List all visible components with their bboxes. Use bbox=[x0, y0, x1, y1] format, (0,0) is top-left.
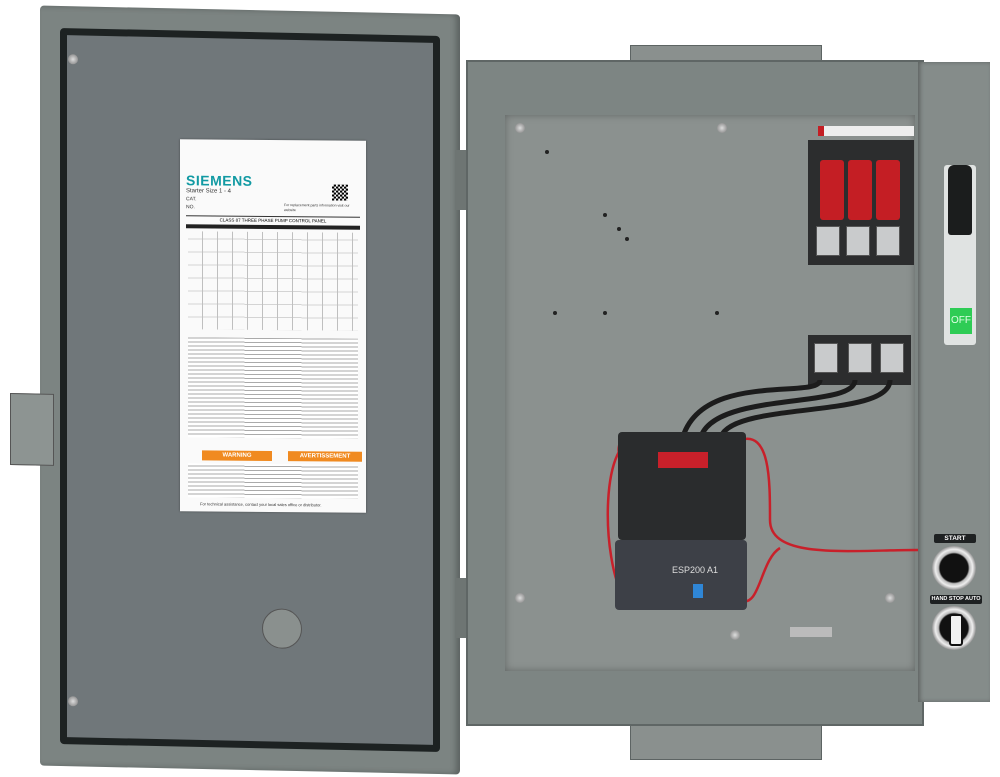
power-terminals bbox=[808, 335, 911, 385]
panel-screw-icon bbox=[515, 593, 525, 603]
start-button[interactable] bbox=[932, 546, 976, 590]
power-wire bbox=[697, 379, 858, 441]
handle-grip[interactable] bbox=[948, 165, 972, 235]
contactor bbox=[618, 432, 746, 540]
off-indicator: OFF bbox=[950, 308, 972, 334]
control-wire bbox=[739, 437, 919, 553]
overload-relay bbox=[615, 540, 747, 610]
power-wire bbox=[679, 379, 823, 441]
overload-model: ESP200 A1 bbox=[672, 565, 719, 575]
panel-screw-icon bbox=[717, 123, 727, 133]
hinge bbox=[455, 578, 469, 638]
selector-legend: HAND STOP AUTO bbox=[930, 595, 982, 604]
hand-stop-auto-selector[interactable] bbox=[932, 606, 976, 650]
panel-screw-icon bbox=[885, 593, 895, 603]
disconnect-warning-sticker bbox=[818, 126, 914, 136]
start-legend: START bbox=[934, 534, 976, 543]
hinge bbox=[455, 150, 469, 210]
selector-knob[interactable] bbox=[949, 614, 963, 646]
reset-button[interactable] bbox=[693, 584, 703, 598]
disconnect-switch bbox=[808, 140, 914, 265]
power-wire bbox=[717, 379, 893, 441]
panel-screw-icon bbox=[515, 123, 525, 133]
ground-bar bbox=[790, 627, 832, 637]
contactor-terminals bbox=[658, 452, 708, 468]
panel-screw-icon bbox=[730, 630, 740, 640]
